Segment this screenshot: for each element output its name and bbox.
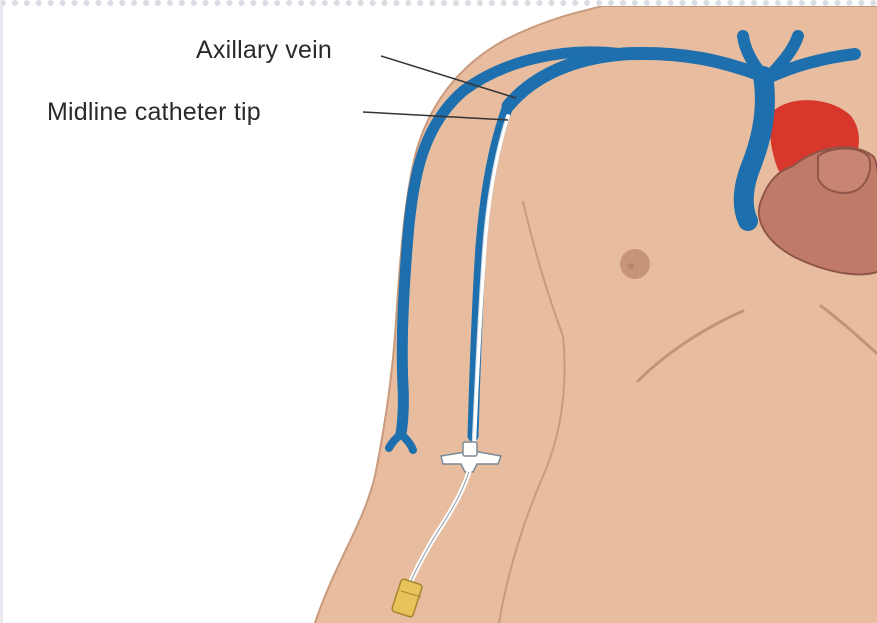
midline-catheter-tip-label: Midline catheter tip	[47, 98, 261, 127]
axillary-vein-label: Axillary vein	[196, 36, 332, 65]
nipple	[620, 249, 650, 279]
hub-body	[463, 442, 477, 456]
nipple-center	[628, 263, 634, 269]
heart-atrium	[818, 149, 870, 193]
